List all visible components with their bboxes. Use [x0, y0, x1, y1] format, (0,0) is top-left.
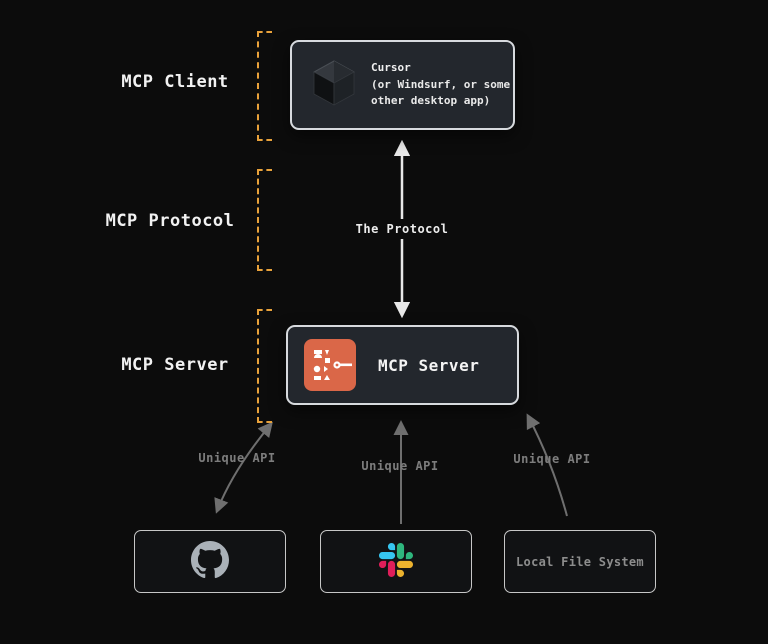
- mcp-client-label: MCP Client: [121, 72, 229, 92]
- filesystem-arrow: [526, 413, 568, 517]
- protocol-bracket: [257, 169, 272, 271]
- client-bracket: [257, 31, 272, 141]
- protocol-arrow-label: The Protocol: [349, 219, 455, 239]
- github-icon: [191, 540, 229, 583]
- client-app-box: Cursor (or Windsurf, or some other deskt…: [290, 40, 515, 130]
- client-app-name: Cursor: [371, 61, 411, 75]
- mcp-server-box-label: MCP Server: [378, 355, 480, 375]
- mcp-server-box: MCP Server: [286, 325, 519, 405]
- slack-service-box: [320, 530, 472, 593]
- github-arrow: [214, 421, 273, 514]
- unique-api-label-github: Unique API: [198, 451, 276, 465]
- unique-api-label-slack: Unique API: [361, 459, 439, 473]
- local-file-system-box: Local File System: [504, 530, 656, 593]
- unique-api-label-filesystem: Unique API: [513, 452, 591, 466]
- mcp-server-icon: [304, 339, 356, 391]
- client-app-subtitle-1: (or Windsurf, or some: [371, 78, 511, 92]
- slack-icon: [379, 542, 413, 581]
- cursor-cube-icon: [312, 59, 356, 111]
- local-file-system-label: Local File System: [516, 554, 644, 569]
- client-app-subtitle-2: other desktop app): [371, 94, 491, 107]
- server-bracket: [257, 309, 272, 423]
- mcp-server-label: MCP Server: [121, 355, 229, 375]
- github-service-box: [134, 530, 286, 593]
- mcp-protocol-label: MCP Protocol: [105, 211, 235, 231]
